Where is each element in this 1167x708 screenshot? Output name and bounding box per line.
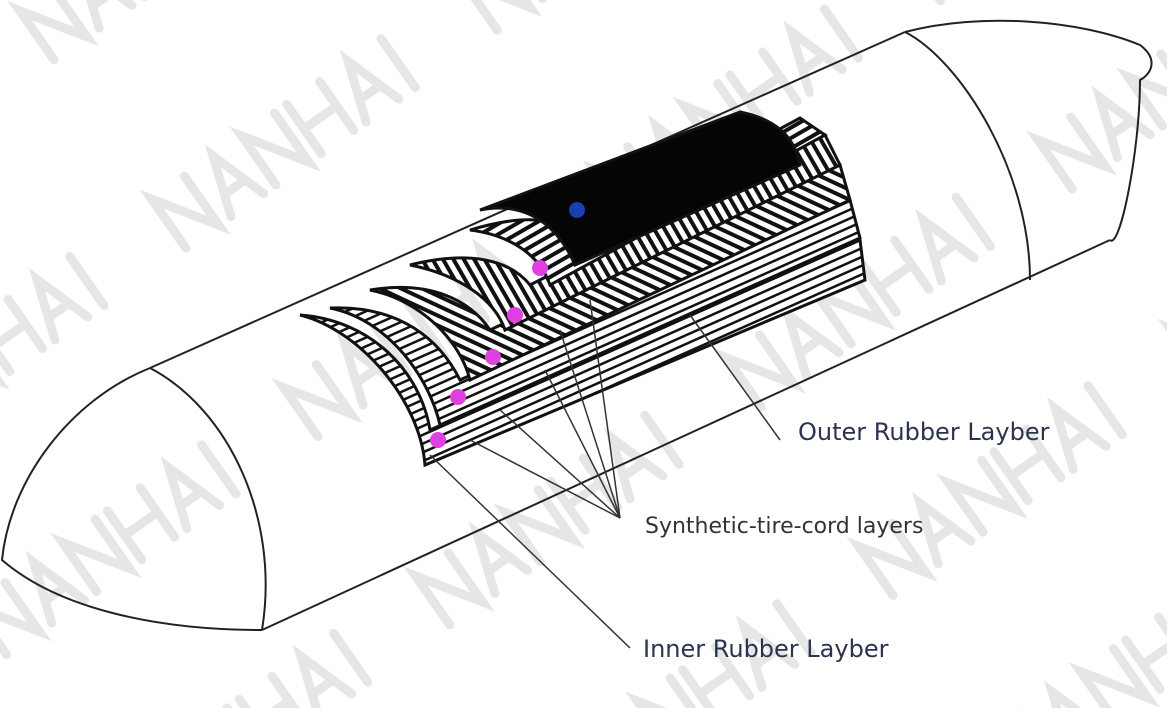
leader-cord — [544, 369, 621, 519]
leader-cord — [589, 299, 621, 519]
cord-layer-4 — [329, 197, 862, 428]
marker-pink — [532, 260, 548, 276]
leader-outer — [689, 314, 781, 441]
outer-rubber-layer — [479, 110, 802, 267]
leader-cord — [559, 329, 621, 519]
leader-inner — [429, 454, 631, 649]
label-outer-rubber-layer: Outer Rubber Layber — [798, 418, 1050, 446]
layer-markers — [430, 202, 585, 448]
label-inner-rubber-layer: Inner Rubber Layber — [643, 635, 889, 663]
hose-bottom-edge — [261, 239, 1111, 631]
marker-blue — [569, 202, 585, 218]
left-end-cap — [0, 367, 263, 631]
left-cap-seam — [149, 367, 267, 631]
leader-lines — [429, 299, 781, 649]
right-cap-seam — [904, 31, 1031, 281]
leader-cord — [469, 439, 621, 519]
marker-pink — [430, 432, 446, 448]
leader-cord — [499, 409, 621, 519]
inner-rubber-layer — [299, 237, 867, 468]
cutaway-section — [299, 110, 867, 468]
marker-pink — [485, 349, 501, 365]
label-synthetic-tire-cord-layers: Synthetic-tire-cord layers — [645, 514, 924, 539]
right-end-cap — [904, 19, 1153, 242]
marker-pink — [507, 307, 523, 323]
marker-pink — [450, 389, 466, 405]
